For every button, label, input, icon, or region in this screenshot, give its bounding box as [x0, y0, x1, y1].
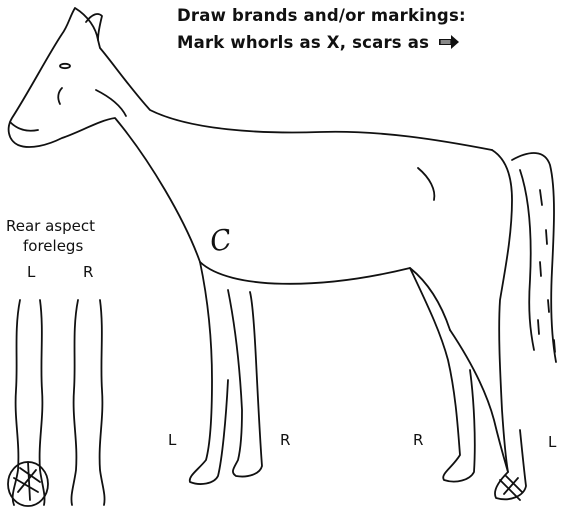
- horse-foreleg-left: [190, 262, 228, 484]
- arrow-right-icon: [438, 34, 460, 53]
- rear-aspect-right-label: R: [83, 263, 93, 281]
- rear-aspect-title-2: forelegs: [23, 237, 83, 255]
- horse-jaw: [96, 90, 126, 116]
- horse-foreleg-right: [228, 290, 262, 477]
- left-hind-label: L: [548, 433, 556, 451]
- rear-aspect-left-label: L: [27, 263, 35, 281]
- rear-aspect-title-1: Rear aspect: [6, 217, 95, 235]
- instruction-line-2-text: Mark whorls as X, scars as: [177, 33, 429, 52]
- instruction-line-2: Mark whorls as X, scars as: [177, 33, 460, 53]
- horse-flank-mark: [418, 168, 434, 200]
- right-hind-label: R: [413, 431, 423, 449]
- rear-aspect-foreleg-right: [71, 300, 104, 505]
- horse-eye: [60, 64, 70, 68]
- horse-nostril: [58, 88, 62, 104]
- horse-mouth: [10, 122, 38, 131]
- left-fore-label: L: [168, 431, 176, 449]
- horse-hindleg-right: [410, 268, 475, 482]
- right-fore-label: R: [280, 431, 290, 449]
- instruction-line-1: Draw brands and/or markings:: [177, 6, 466, 25]
- horse-tail: [512, 153, 556, 362]
- horse-hindleg-left: [450, 330, 526, 499]
